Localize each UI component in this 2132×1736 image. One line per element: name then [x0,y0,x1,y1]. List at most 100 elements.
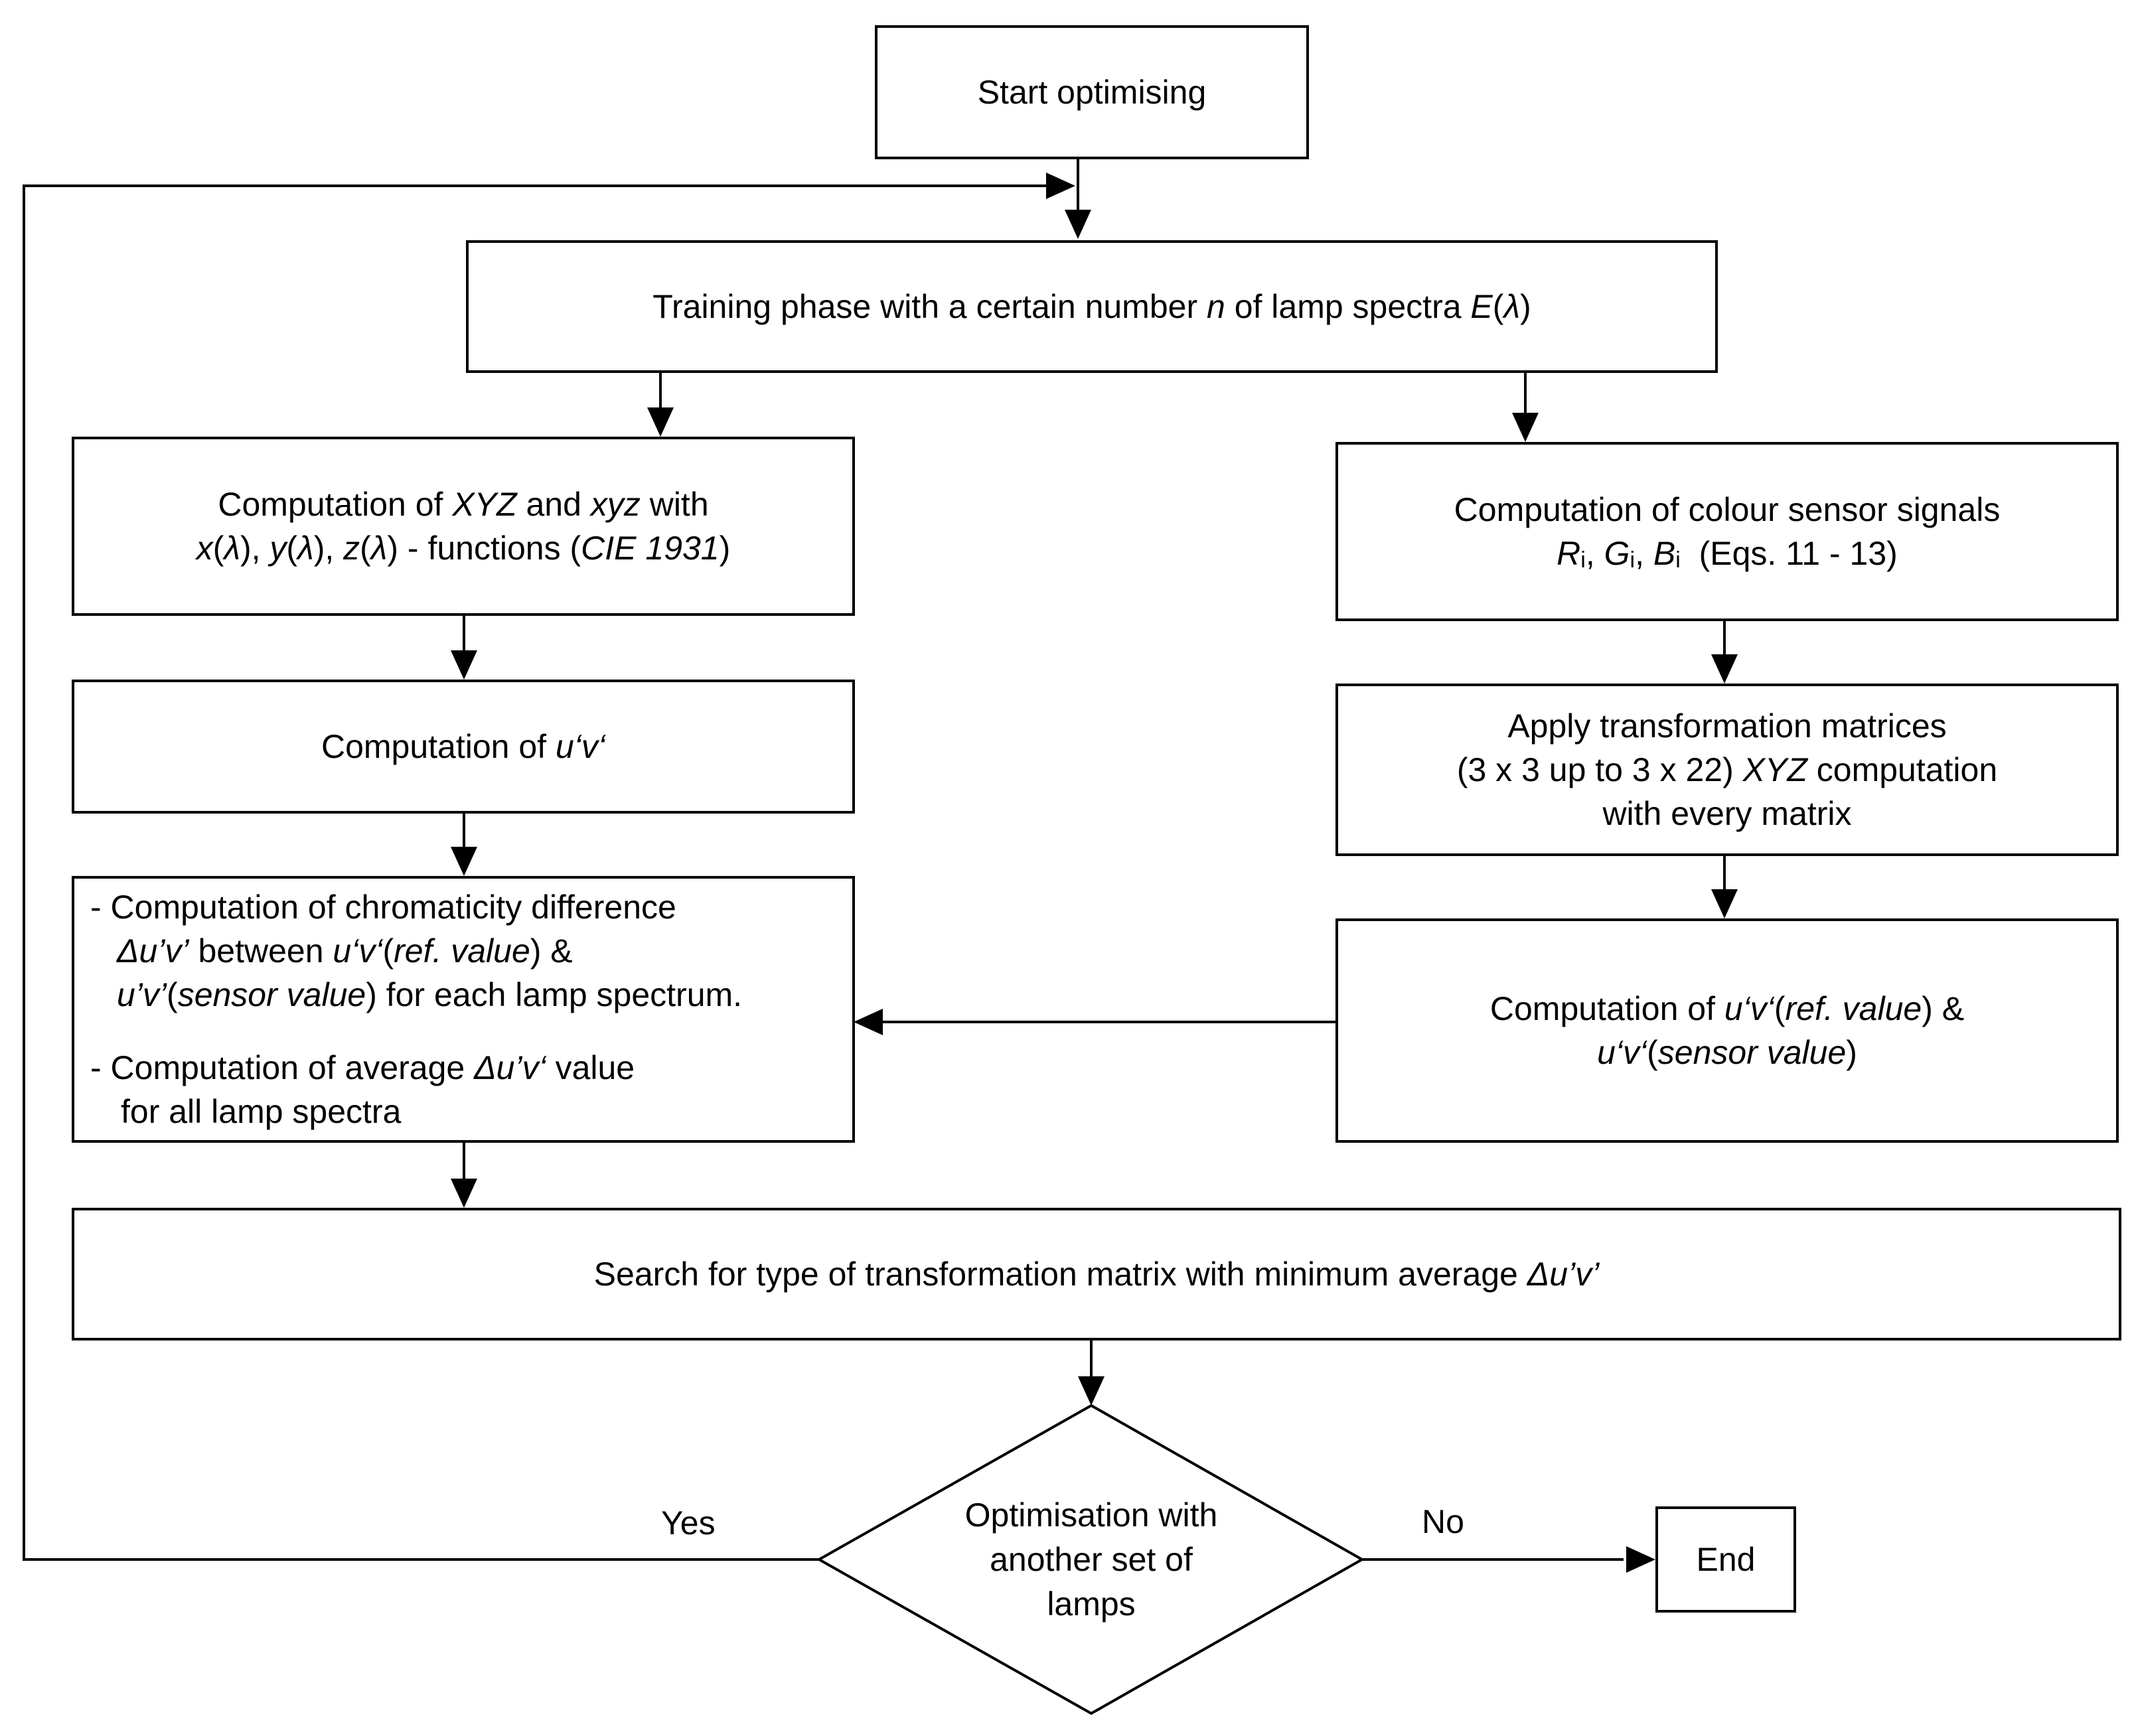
fn-y-close: ), [313,530,344,567]
arrowhead-apply [1711,654,1738,684]
decision-line-3: lamps [1047,1585,1136,1623]
signal-g: G [1604,535,1630,572]
apply-line-1: Apply transformation matrices [1507,707,1947,745]
apply-matrices-node: Apply transformation matrices (3 x 3 up … [1335,684,2119,856]
chroma-close: ) & [530,932,573,970]
chroma-uv: u‘v‘ [333,932,383,970]
arrowhead-end [1626,1546,1655,1573]
arrowhead-colour-sensor [1512,413,1539,442]
uv-text-b: u‘v‘ [555,728,605,765]
start-node-label: Start optimising [977,74,1207,111]
cie-1931: CIE 1931 [581,530,720,567]
computation-xyz-line-1: Computation of XYZ and xyz with [218,482,708,526]
search-node: Search for type of transformation matrix… [72,1208,2121,1340]
apply-text-c: computation [1807,751,1998,788]
end-node: End [1655,1506,1796,1613]
training-lambda: λ [1503,288,1521,325]
computation-uv-node: Computation of u‘v‘ [72,680,855,814]
colour-sensor-line-1: Computation of colour sensor signals [1454,491,2001,528]
end-node-label: End [1696,1541,1756,1578]
chromaticity-node: - Computation of chromaticity difference… [72,876,855,1143]
decision-diamond [816,1404,1365,1715]
signal-b-index: i [1675,547,1681,573]
fn-y: y [269,530,287,567]
fn-z-lambda: λ [370,530,388,567]
fn-x-lambda: λ [224,530,240,567]
training-phase-label: Training phase with a certain number n o… [652,285,1531,328]
avg-text-a: - Computation of average [90,1049,475,1086]
yes-label: Yes [661,1504,716,1542]
ref-sensor-node: Computation of u‘v‘(ref. value) & u‘v‘(s… [1335,918,2119,1143]
signal-sep-1: , [1585,535,1604,572]
signal-b: B [1653,535,1676,572]
chromaticity-line-4: - Computation of average Δu’v‘ value [90,1046,635,1090]
computation-xyz-node: Computation of XYZ and xyz with x(λ), y(… [72,437,855,616]
signal-g-index: i [1630,547,1636,573]
edge-decision-yes-loop [23,184,1049,1561]
fn-y-lambda: λ [297,530,314,567]
chroma-open-2: ( [167,976,178,1013]
sensor-close: ) [1846,1034,1857,1071]
ref-value: ref. value [1785,990,1922,1027]
chromaticity-line-3: u’v’(sensor value) for each lamp spectru… [90,973,742,1017]
chroma-sensor: sensor value [177,976,366,1013]
chroma-each-lamp: ) for each lamp spectrum. [366,976,743,1013]
fn-z-open: ( [360,530,371,567]
no-label: No [1422,1503,1464,1540]
signal-eqs: (Eqs. 11 - 13) [1680,535,1898,572]
xyz-text-c: and [516,486,591,523]
search-label: Search for type of transformation matrix… [594,1252,1600,1296]
chroma-ref: ref. value [394,932,530,970]
fn-z-close: ) - functions ( [387,530,581,567]
avg-value: value [546,1049,635,1086]
colour-sensor-node: Computation of colour sensor signals Ri,… [1335,442,2119,621]
arrowhead-decision [1078,1376,1104,1406]
arrowhead-chromaticity-side [854,1009,883,1035]
sensor-open: ( [1647,1034,1658,1071]
search-text-a: Search for type of transformation matrix… [593,1256,1527,1293]
fn-x-close: ), [240,530,270,567]
decision-line-1: Optimisation with [964,1496,1218,1534]
ref-close: ) & [1922,990,1965,1027]
fn-y-open: ( [286,530,298,567]
fn-x-open: ( [212,530,224,567]
computation-uv-label: Computation of u‘v‘ [321,725,605,768]
training-var-n: n [1207,288,1225,325]
start-node: Start optimising [875,25,1309,159]
arrowhead-search [451,1179,477,1208]
apply-line-2: (3 x 3 up to 3 x 22) XYZ computation [1457,748,1997,792]
apply-text-a: (3 x 3 up to 3 x 22) [1456,751,1743,788]
ref-open: ( [1774,990,1786,1027]
arrowhead-chromaticity [451,847,477,876]
sensor-uv: u‘v‘ [1597,1034,1647,1071]
xyz-text-e: with [640,486,709,523]
ref-sensor-line-1: Computation of u‘v‘(ref. value) & [1490,987,1964,1031]
chromaticity-line-5: for all lamp spectra [121,1093,402,1130]
ref-text-a: Computation of [1489,990,1724,1027]
training-text-4: ) [1520,288,1531,325]
apply-text-b: XYZ [1742,751,1807,788]
arrowhead-xyz [647,407,674,437]
training-text-2: of lamp spectra [1225,288,1471,325]
xyz-text-d: xyz [590,486,641,523]
avg-delta: Δu’v‘ [474,1049,546,1086]
arrowhead-uv [451,650,477,680]
computation-xyz-line-2: x(λ), y(λ), z(λ) - functions (CIE 1931) [196,526,731,570]
arrowhead-ref-sensor [1711,889,1738,918]
xyz-text-b: XYZ [452,486,517,523]
ref-sensor-line-2: u‘v‘(sensor value) [1597,1031,1857,1074]
signal-r: R [1557,535,1581,572]
chromaticity-line-1: - Computation of chromaticity difference [90,889,676,926]
training-text-3: ( [1492,288,1504,325]
colour-sensor-line-2: Ri, Gi, Bi (Eqs. 11 - 13) [1557,532,1898,575]
sensor-value: sensor value [1657,1034,1847,1071]
training-phase-node: Training phase with a certain number n o… [466,240,1718,373]
fn-z: z [343,530,360,567]
uv-text-a: Computation of [321,728,556,765]
chroma-uv-2: u’v’ [117,976,167,1013]
decision-node: Optimisation with another set of lamps [885,1484,1297,1635]
signal-sep-2: , [1635,535,1653,572]
arrowhead-training [1065,210,1091,239]
decision-line-2: another set of [990,1540,1193,1578]
